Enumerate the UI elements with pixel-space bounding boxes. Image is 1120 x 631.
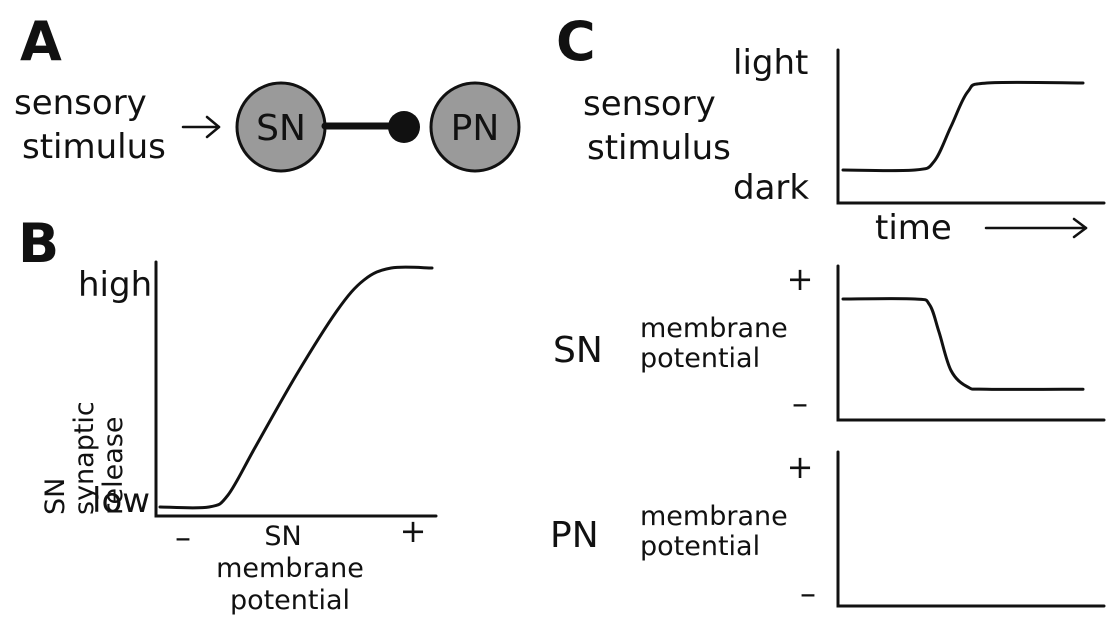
- b-y-high: high: [78, 265, 152, 305]
- c-pn-axes: [836, 450, 1106, 608]
- pn-neuron: [429, 81, 521, 173]
- b-axes: [154, 260, 438, 518]
- c-sn-name: SN: [553, 330, 603, 371]
- b-x-label-line3: potential: [230, 585, 350, 616]
- c-pn-label-line1: membrane: [640, 501, 788, 532]
- b-x-minus: –: [175, 518, 191, 556]
- panel-c: C sensory stimulus light dark time + – S…: [550, 10, 1106, 612]
- c-sn-minus: –: [792, 384, 808, 422]
- c-stim-axes: [836, 48, 1106, 205]
- b-y-label-line3: release: [98, 417, 129, 515]
- b-y-label-line2: synaptic: [69, 401, 100, 515]
- sn-neuron-label: SN: [256, 108, 306, 149]
- b-curve: [158, 265, 434, 510]
- a-stimulus-arrow: [181, 115, 221, 139]
- c-sn-axes: [836, 264, 1106, 422]
- c-pn-plus: +: [787, 448, 814, 486]
- c-pn-label-line2: potential: [640, 531, 760, 562]
- b-y-low: low: [92, 481, 150, 521]
- c-stim-low: dark: [733, 168, 809, 208]
- c-sn-label-line2: potential: [640, 343, 760, 374]
- panel-a: A sensory stimulus SN PN: [14, 10, 521, 173]
- b-x-label-line1: SN: [264, 521, 301, 552]
- b-y-label-3: release: [98, 417, 129, 515]
- c-stimulus-label-line1: sensory: [583, 84, 716, 124]
- c-sn-plus: +: [787, 260, 814, 298]
- panel-b: B SN synaptic release high low – + SN me…: [18, 212, 438, 616]
- b-y-label-line1: SN: [40, 478, 71, 515]
- c-stim-curve: [841, 80, 1085, 173]
- c-time-label: time: [875, 208, 952, 248]
- b-x-label-line2: membrane: [216, 553, 364, 584]
- b-y-label: SN: [40, 478, 71, 515]
- c-pn-minus: –: [800, 574, 816, 612]
- panel-letter-b: B: [18, 212, 59, 275]
- c-sn-label-line1: membrane: [640, 313, 788, 344]
- panel-letter-a: A: [20, 10, 62, 73]
- a-stimulus-label-line2: stimulus: [22, 127, 166, 167]
- pn-neuron-label: PN: [451, 108, 500, 149]
- a-stimulus-label-line1: sensory: [14, 83, 147, 123]
- c-stim-high: light: [733, 43, 808, 83]
- c-pn-name: PN: [550, 515, 599, 556]
- b-y-label-2: synaptic: [69, 401, 100, 515]
- c-sn-curve: [841, 297, 1085, 391]
- c-stimulus-label-line2: stimulus: [587, 128, 731, 168]
- c-time-arrow: [984, 217, 1088, 239]
- synapse-terminal: [388, 111, 420, 143]
- b-x-plus: +: [400, 512, 427, 550]
- panel-letter-c: C: [556, 10, 596, 73]
